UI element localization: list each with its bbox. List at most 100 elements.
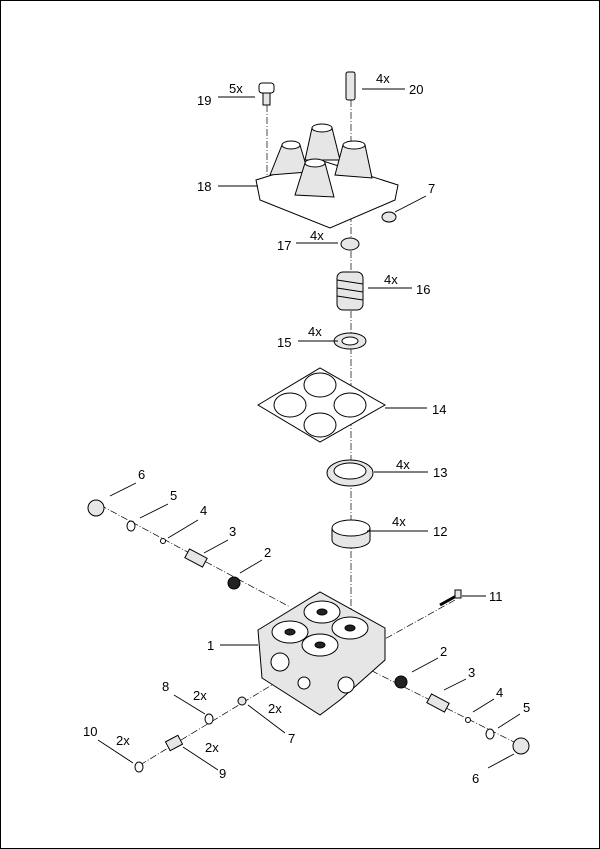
callout-5a: 5 <box>139 488 177 519</box>
part-2-spring-right <box>394 675 408 689</box>
part-6-plug-right <box>512 737 530 755</box>
part-number: 16 <box>416 282 430 297</box>
part-number: 11 <box>489 589 503 604</box>
leader-line <box>203 539 229 554</box>
part-number: 3 <box>229 524 236 539</box>
callout-8: 8 2x <box>162 679 207 715</box>
part-number: 15 <box>277 335 291 350</box>
part-number: 4 <box>496 685 503 700</box>
leader-line <box>472 698 495 713</box>
leader-line <box>109 482 137 497</box>
part-number: 8 <box>162 679 169 694</box>
callout-15: 15 4x <box>277 324 338 350</box>
callout-2b: 2 <box>411 644 447 673</box>
quantity-label: 2x <box>268 701 282 716</box>
part-7-plug-lower <box>237 696 247 706</box>
part-number: 7 <box>288 731 295 746</box>
callout-12: 12 4x <box>367 514 447 539</box>
quantity-label: 5x <box>229 81 243 96</box>
part-number: 19 <box>197 93 211 108</box>
part-1-valve-body <box>257 591 386 716</box>
part-number: 5 <box>170 488 177 503</box>
quantity-label: 4x <box>310 228 324 243</box>
callout-18: 18 <box>197 179 258 194</box>
callout-6b: 6 <box>472 753 515 786</box>
leader-line <box>487 753 515 769</box>
callout-7b: 7 2x <box>247 701 295 746</box>
part-number: 6 <box>472 771 479 786</box>
callout-4a: 4 <box>167 503 207 539</box>
part-2-spring-left <box>227 576 241 590</box>
leader-line <box>139 503 169 519</box>
quantity-label: 2x <box>193 688 207 703</box>
leader-line <box>247 704 286 734</box>
part-number: 18 <box>197 179 211 194</box>
part-4-oring-left <box>160 538 166 544</box>
part-3-valve-right <box>426 693 450 713</box>
part-13-ring <box>326 459 374 487</box>
callout-16: 16 4x <box>368 272 430 297</box>
leader-line <box>167 519 199 539</box>
quantity-label: 4x <box>392 514 406 529</box>
callout-11: 11 <box>462 589 503 604</box>
leader-line <box>182 746 219 771</box>
callout-9: 92x <box>182 740 226 781</box>
part-14-gasket <box>257 367 387 443</box>
part-16-spring <box>336 271 364 311</box>
part-number: 14 <box>432 402 446 417</box>
part-7-plug <box>381 211 397 223</box>
part-17-retainer <box>340 237 360 251</box>
quantity-label: 4x <box>308 324 322 339</box>
quantity-label: 2x <box>205 740 219 755</box>
part-5-oring-right <box>485 728 495 740</box>
leader-line <box>394 195 427 213</box>
part-number: 2 <box>440 644 447 659</box>
callout-2a: 2 <box>239 545 271 574</box>
part-15-valve-seat <box>333 332 367 350</box>
part-number: 2 <box>264 545 271 560</box>
part-number: 4 <box>200 503 207 518</box>
callout-1: 1 <box>207 638 258 653</box>
part-18-valve-cover <box>255 123 399 229</box>
callout-3a: 3 <box>203 524 236 554</box>
part-9-fitting <box>164 734 184 752</box>
part-number: 1 <box>207 638 214 653</box>
left-side-parts <box>87 499 241 590</box>
part-11-valve <box>439 589 462 607</box>
part-number: 17 <box>277 238 291 253</box>
callout-6a: 6 <box>109 467 145 497</box>
callout-3b: 3 <box>443 665 475 691</box>
right-side-parts <box>394 675 530 755</box>
part-20-pin <box>345 71 356 101</box>
leader-line <box>97 739 134 764</box>
part-number: 3 <box>468 665 475 680</box>
part-number: 9 <box>219 766 226 781</box>
part-number: 13 <box>433 465 447 480</box>
leader-line <box>411 657 439 673</box>
part-number: 6 <box>138 467 145 482</box>
part-4-oring-right <box>465 717 471 723</box>
callout-19: 19 5x <box>197 81 255 108</box>
callout-20: 20 4x <box>362 71 423 97</box>
part-number: 20 <box>409 82 423 97</box>
quantity-label: 4x <box>384 272 398 287</box>
callout-5b: 5 <box>497 700 530 729</box>
leader-line <box>443 678 467 691</box>
part-number: 7 <box>428 181 435 196</box>
callout-13: 13 4x <box>374 457 447 480</box>
part-12-cap <box>331 519 371 549</box>
leader-line <box>239 559 263 574</box>
part-19-screw <box>258 82 275 106</box>
quantity-label: 4x <box>396 457 410 472</box>
callout-7a: 7 <box>394 181 435 213</box>
part-number: 12 <box>433 524 447 539</box>
part-8-oring <box>204 713 214 725</box>
part-5-oring-left <box>126 520 136 532</box>
leader-line <box>173 694 206 715</box>
quantity-label: 4x <box>376 71 390 86</box>
part-number: 5 <box>523 700 530 715</box>
part-10-clip <box>134 761 144 773</box>
